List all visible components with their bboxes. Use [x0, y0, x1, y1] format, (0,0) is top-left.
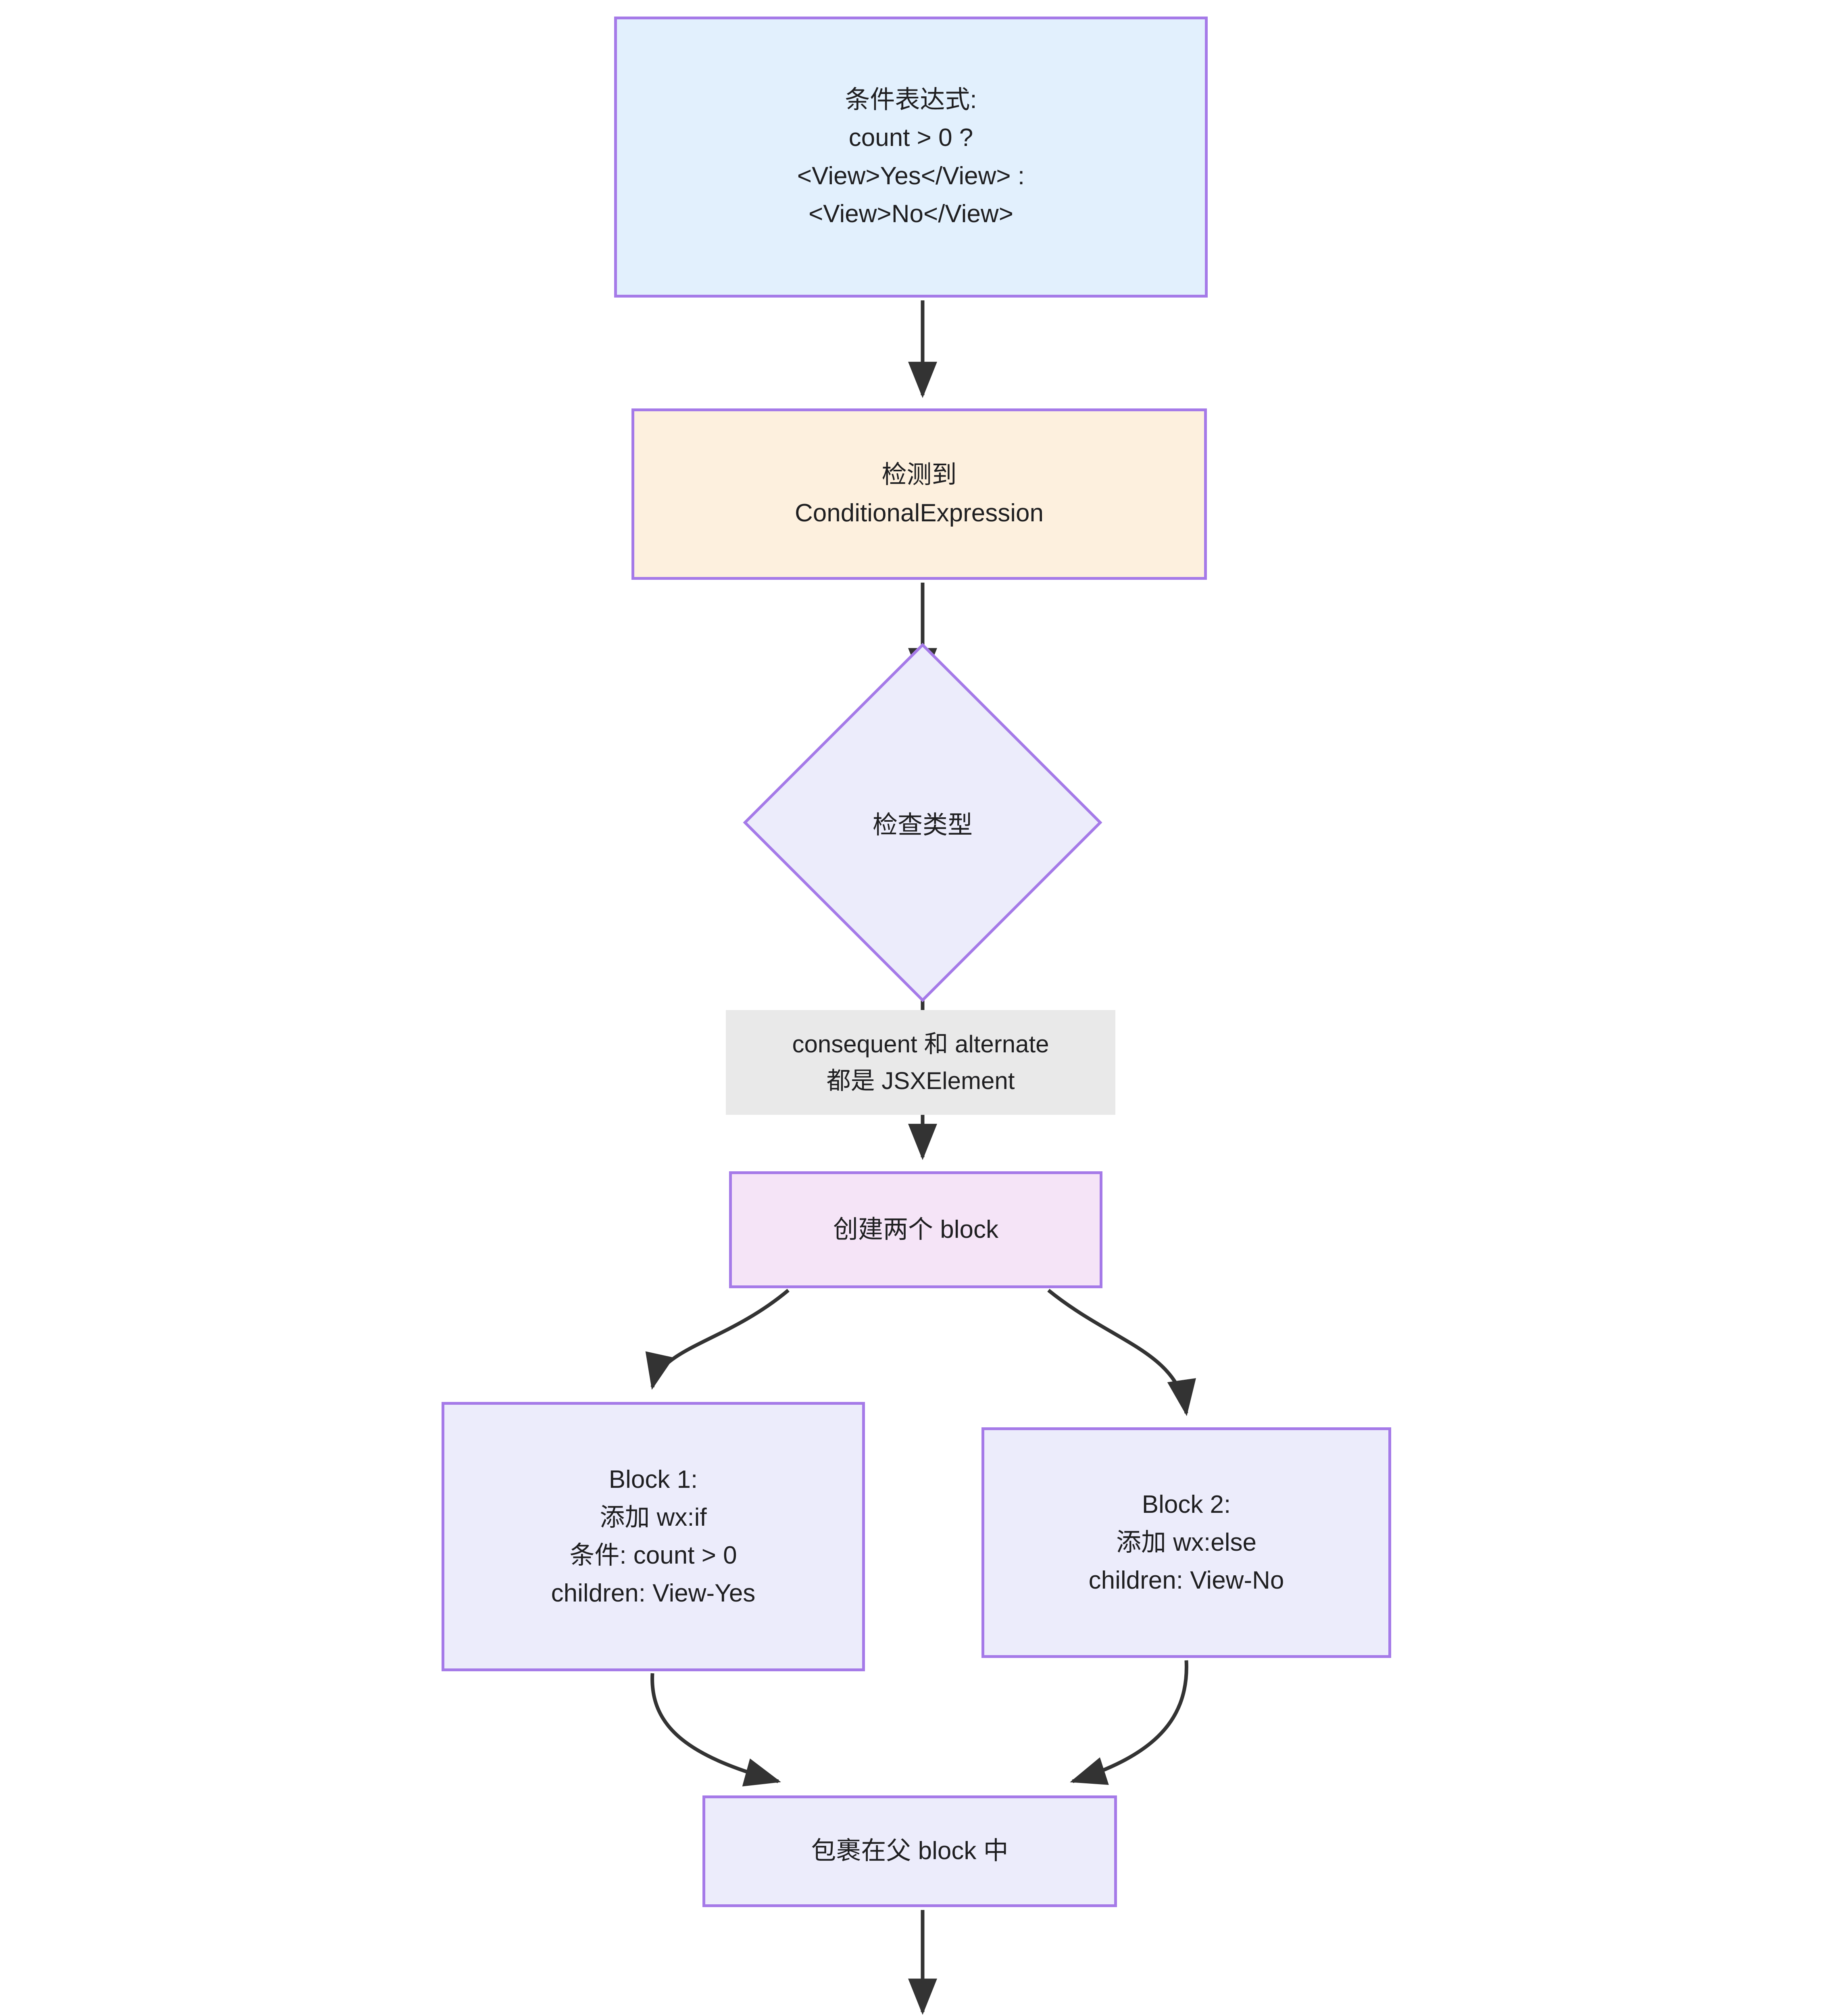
edge-block1-to-wrap — [650, 1673, 781, 1787]
node-line: 创建两个 block — [833, 1215, 998, 1243]
node-line: <View>No</View> — [808, 200, 1013, 228]
edge-label-jsx-element: consequent 和 alternate 都是 JSXElement — [726, 1010, 1115, 1115]
node-line: 添加 wx:if — [600, 1503, 707, 1531]
edge-label-line: 都是 JSXElement — [826, 1067, 1015, 1094]
node-line: 条件表达式: — [845, 86, 977, 114]
node-line: count > 0 ? — [848, 124, 973, 152]
node-line: 检测到 — [881, 461, 957, 489]
node-detected-conditional[interactable]: 检测到 ConditionalExpression — [631, 408, 1207, 580]
node-check-type[interactable]: 检查类型 — [743, 643, 1102, 1002]
node-line: Block 2: — [1142, 1490, 1231, 1518]
node-line: 条件: count > 0 — [569, 1541, 737, 1569]
node-create-two-blocks[interactable]: 创建两个 block — [729, 1171, 1102, 1288]
edge-createblocks-to-block2 — [1047, 1289, 1196, 1416]
node-line: children: View-No — [1088, 1566, 1284, 1595]
node-line: ConditionalExpression — [795, 499, 1044, 527]
edge-createblocks-to-block1 — [645, 1289, 790, 1390]
node-line: 检查类型 — [872, 811, 973, 839]
node-line: 包裹在父 block 中 — [811, 1837, 1009, 1865]
node-wrap-parent-block[interactable]: 包裹在父 block 中 — [702, 1795, 1117, 1907]
node-conditional-expression[interactable]: 条件表达式: count > 0 ? <View>Yes</View> : <V… — [614, 17, 1208, 298]
node-line: 添加 wx:else — [1116, 1528, 1256, 1556]
node-block-1[interactable]: Block 1: 添加 wx:if 条件: count > 0 children… — [442, 1402, 865, 1671]
edge-block2-to-wrap — [1070, 1660, 1188, 1785]
node-block-2[interactable]: Block 2: 添加 wx:else children: View-No — [981, 1427, 1391, 1658]
node-line: Block 1: — [608, 1465, 698, 1493]
edge-label-line: consequent 和 alternate — [792, 1030, 1049, 1058]
node-line: <View>Yes</View> : — [797, 162, 1025, 190]
node-line: children: View-Yes — [551, 1579, 756, 1608]
